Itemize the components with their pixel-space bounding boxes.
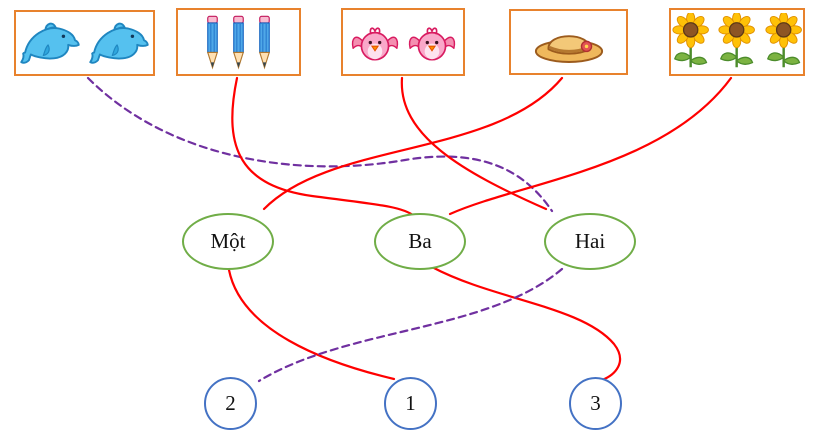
pencil-icon bbox=[233, 15, 244, 69]
dolphin-icon bbox=[20, 22, 80, 64]
number-circle-2[interactable]: 2 bbox=[204, 377, 257, 430]
line-sunflowers-to-ba bbox=[448, 76, 733, 216]
line-ba-to-3 bbox=[430, 265, 621, 382]
line-dolphins-to-hai bbox=[86, 76, 554, 213]
number-label-3: 3 bbox=[590, 391, 601, 415]
dolphin-icon bbox=[89, 22, 149, 64]
word-label-mot: Một bbox=[210, 229, 246, 253]
picture-box-pencils[interactable] bbox=[176, 8, 301, 76]
picture-box-hat[interactable] bbox=[509, 9, 628, 75]
word-label-ba: Ba bbox=[408, 229, 432, 253]
bird-icon bbox=[408, 27, 455, 61]
picture-box-sunflowers[interactable] bbox=[669, 8, 805, 76]
pencil-icon bbox=[207, 15, 218, 69]
word-bubble-ba[interactable]: Ba bbox=[374, 213, 466, 270]
sunflower-icon bbox=[764, 13, 803, 69]
number-label-1: 1 bbox=[405, 391, 416, 415]
number-circle-3[interactable]: 3 bbox=[569, 377, 622, 430]
line-hai-to-2 bbox=[257, 267, 564, 383]
word-bubble-hai[interactable]: Hai bbox=[544, 213, 636, 270]
hat-icon bbox=[533, 34, 604, 63]
pencil-icon bbox=[259, 15, 270, 69]
number-circle-1[interactable]: 1 bbox=[384, 377, 437, 430]
sunflower-icon bbox=[671, 13, 710, 69]
bird-icon bbox=[351, 27, 398, 61]
sunflower-icon bbox=[718, 13, 756, 69]
number-label-2: 2 bbox=[225, 391, 236, 415]
word-label-hai: Hai bbox=[574, 229, 606, 253]
picture-box-dolphins[interactable] bbox=[14, 10, 155, 76]
line-mot-to-1 bbox=[227, 268, 396, 381]
line-pencils-to-ba bbox=[231, 76, 416, 218]
picture-box-birds[interactable] bbox=[341, 8, 465, 76]
line-hat-to-mot bbox=[262, 76, 564, 211]
line-birds-to-hai bbox=[400, 76, 548, 211]
word-bubble-mot[interactable]: Một bbox=[182, 213, 274, 270]
